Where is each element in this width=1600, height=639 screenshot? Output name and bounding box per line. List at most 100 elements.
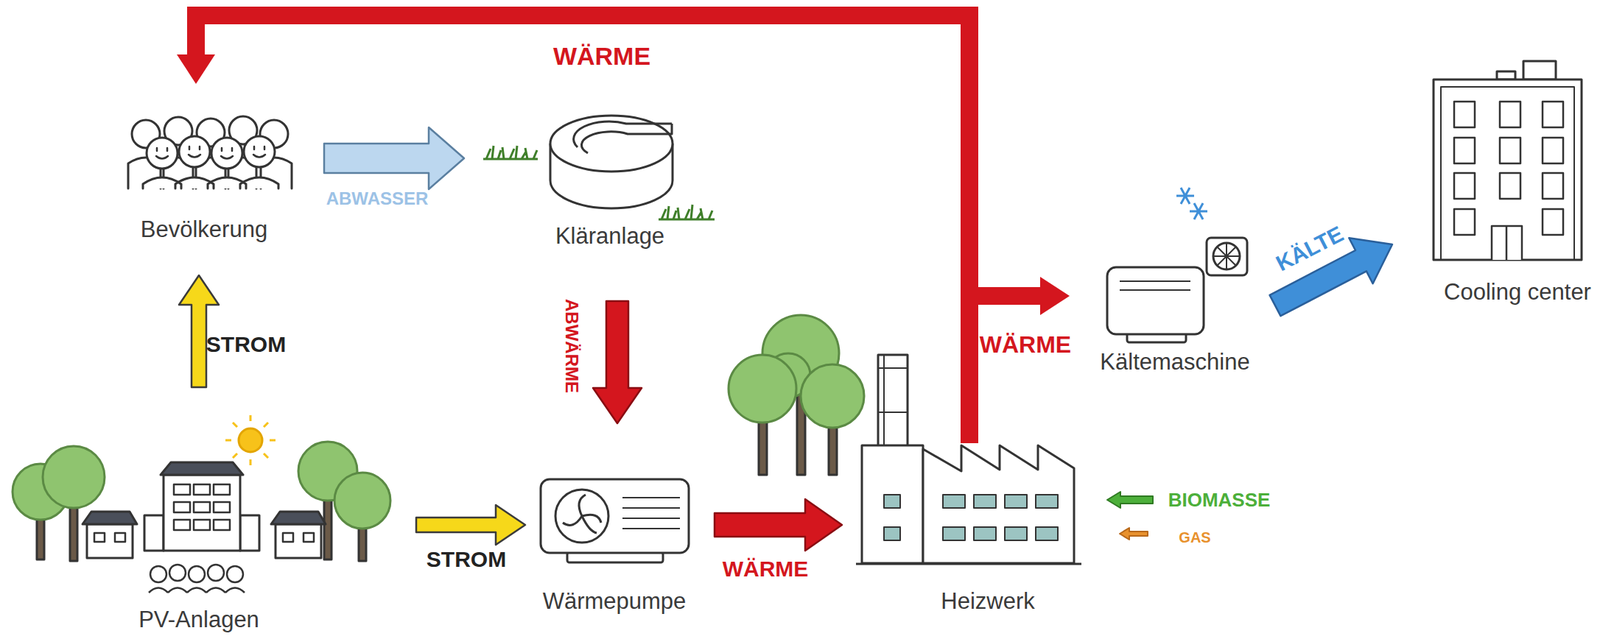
node-label: Bevölkerung [56,216,352,244]
flow-arrow [179,275,219,388]
flow-arrow [416,505,526,546]
snowflake [1176,187,1208,220]
node-box: Cooling center [1392,44,1595,310]
fan-blades [562,495,602,534]
grass-tuft [483,145,538,160]
node-label: PV-Anlagen [51,606,347,634]
flow-label: ABWÄRME [562,299,581,394]
grass-tuft [658,204,715,220]
crowd-head [188,566,205,583]
chiller-fan-box [1206,237,1248,276]
chiller [1107,187,1248,343]
chimney [878,355,908,448]
fuel-arrows [1107,492,1153,540]
flow-arrow [714,499,842,552]
pump-lines [622,497,680,529]
chiller-lines [1119,281,1191,291]
flow-arrow [176,15,970,444]
building-windows [1454,101,1564,235]
crowd-head [150,566,167,583]
heat-pump [540,479,689,563]
pump-casing [540,479,689,554]
flow-label: WÄRME [722,558,809,581]
smiley-faces [156,146,266,160]
treatment-plant [483,115,715,220]
node-box: Wärmepumpe [525,423,715,623]
person-head [179,136,210,168]
crowd-head [226,566,244,583]
crowd-bodies [148,588,245,594]
tank-top [550,115,673,172]
person-head [146,137,178,169]
chimney-bands [878,355,908,448]
node-label: Heizwerk [840,588,1136,616]
sun [238,428,263,453]
solar-roof [82,511,138,525]
node-box: Kältemaschine [1069,184,1276,384]
chiller-fan [1213,243,1240,270]
fuel-label: GAS [1178,530,1211,546]
building-annex [144,515,164,552]
arrow-head [1040,276,1070,316]
node-label: Kältemaschine [1027,349,1323,376]
arrow-head [176,54,216,84]
tree-crown [42,446,105,509]
flow-line [969,296,1042,444]
chiller-casing [1107,267,1204,335]
flow-arrow [324,127,465,190]
fuel-label: BIOMASSE [1168,490,1271,510]
flow-arrow-shape [714,499,842,552]
flow-label: ABWASSER [326,190,429,208]
ground-line [855,563,1082,566]
node-label: Wärmepumpe [467,588,762,616]
flow-label: STROM [426,548,507,571]
gas-arrow [1119,528,1148,540]
flow-label: STROM [206,333,286,356]
crowd-head [207,565,224,582]
person-bodies [142,177,279,189]
building-door [1491,226,1522,261]
sun-rays [225,415,276,466]
flow-arrow [593,301,642,424]
fan-spokes [1213,243,1240,270]
roof-box [1523,61,1556,80]
flow-line [195,15,970,444]
building-inner-line [1440,86,1575,261]
building-body [163,475,241,552]
flow-arrow-shape [324,127,465,190]
person-head [243,136,275,168]
people-group [128,116,292,189]
flow-label: WÄRME [979,332,1072,357]
flow-arrow-shape [179,275,219,388]
pump-fan [555,489,609,543]
flow-arrow-shape [593,301,642,424]
flow-label: WÄRME [553,43,651,69]
flow-arrow [969,276,1070,444]
solar-roof [160,462,244,476]
building-annex [240,515,260,552]
plant-windows [883,495,1058,541]
biomass-arrow [1107,492,1153,509]
solar-roof [271,511,326,525]
node-label: Cooling center [1370,279,1600,306]
tree-crown [800,364,865,428]
tree-crown [728,355,797,423]
node-box: Heizwerk [841,443,1080,623]
tree-crown [334,472,391,529]
node-box: PV-Anlagen [0,387,417,638]
flow-arrow-shape [416,505,526,546]
node-box: Bevölkerung [122,83,325,276]
crowd-head [169,565,186,582]
node-box: Kläranlage [464,103,719,302]
building-body [1433,79,1582,261]
pv-area [12,415,391,594]
roof-box [1496,71,1516,80]
node-label: Kläranlage [462,223,758,250]
cooling-building [1433,61,1582,261]
person-head [211,137,243,169]
building-windows [173,484,230,531]
tank-channel [573,121,672,154]
